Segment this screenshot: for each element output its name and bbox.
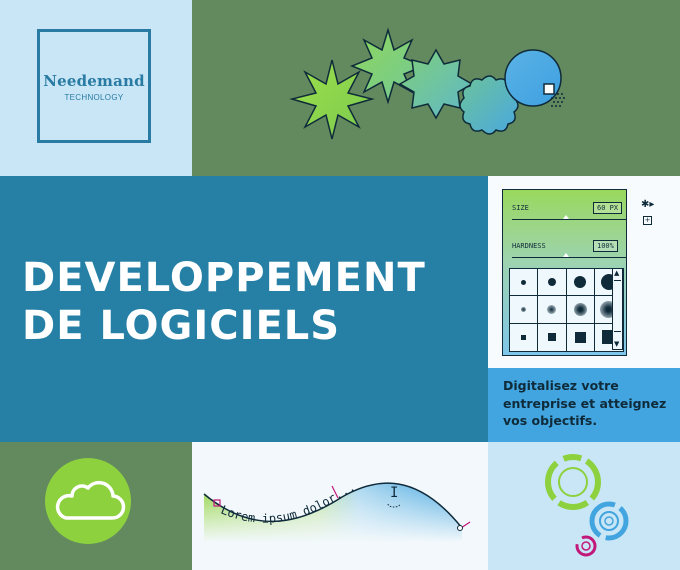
ring-icon: [545, 454, 601, 510]
size-slider-thumb[interactable]: [563, 215, 569, 219]
brush-preset[interactable]: [567, 323, 595, 351]
brush-preset-grid: [509, 268, 624, 352]
logo-name: Needemand: [43, 72, 145, 90]
curve-text-tile: Lorem ipsum dolor... I: [192, 442, 488, 570]
dot-pattern: [551, 93, 565, 107]
ring-icon: [589, 501, 629, 541]
plus-icon[interactable]: +: [643, 216, 652, 225]
logo: Needemand TECHNOLOGY: [37, 29, 151, 143]
star-icon: [398, 48, 474, 120]
tagline-line-2: entreprise et atteignez: [503, 395, 667, 411]
text-cursor-icon: I: [390, 485, 398, 501]
size-slider[interactable]: [512, 219, 627, 220]
shapes-illustration: [289, 27, 565, 140]
scrollbar-thumb[interactable]: [614, 280, 621, 332]
title-line-1: DEVELOPPEMENT: [22, 255, 426, 301]
tagline-tile: Digitalisez votre entreprise et atteigne…: [488, 368, 680, 442]
brush-preset[interactable]: [538, 269, 567, 297]
brush-preset[interactable]: [510, 296, 539, 324]
curve-start-handle[interactable]: [213, 499, 221, 507]
brush-preset[interactable]: [538, 296, 567, 324]
size-label: SIZE: [512, 204, 529, 212]
cursor-shadow: [387, 503, 401, 508]
tagline-line-1: Digitalisez votre: [503, 378, 619, 393]
rings-illustration: [545, 454, 629, 557]
brush-preset[interactable]: [566, 296, 595, 324]
hero-banner: DEVELOPPEMENT DE LOGICIELS: [0, 176, 488, 442]
brush-preset[interactable]: [510, 323, 539, 351]
cloud-illustration: [45, 458, 131, 544]
cloud-tile: [0, 442, 192, 570]
tagline: Digitalisez votre entreprise et atteigne…: [503, 377, 678, 430]
brush-preset[interactable]: [566, 269, 595, 297]
brush-panel-tile: SIZE 60 PX HARDNESS 100% ✱▸ + ▲ ▼: [488, 176, 680, 368]
rings-tile: [488, 442, 680, 570]
hardness-label: HARDNESS: [512, 242, 546, 250]
brush-preset[interactable]: [510, 269, 539, 297]
scroll-up-icon[interactable]: ▲: [614, 269, 620, 277]
hardness-value-field[interactable]: 100%: [593, 240, 618, 252]
ring-icon: [575, 535, 597, 557]
cloud-badge: [45, 458, 131, 544]
size-value-field[interactable]: 60 PX: [593, 202, 623, 214]
curve-end-point[interactable]: [457, 525, 463, 531]
shapes-illustration-tile: [192, 0, 680, 176]
scroll-down-icon[interactable]: ▼: [614, 340, 620, 348]
brush-preset[interactable]: [538, 323, 567, 351]
tagline-line-3: vos objectifs.: [503, 413, 598, 428]
hardness-slider[interactable]: [512, 257, 627, 258]
logo-tile: Needemand TECHNOLOGY: [0, 0, 192, 176]
cloud-icon: [55, 480, 126, 520]
curve-fade: [204, 483, 462, 542]
selection-handle: [543, 83, 555, 95]
hardness-slider-thumb[interactable]: [563, 253, 569, 257]
page-title: DEVELOPPEMENT DE LOGICIELS: [22, 254, 426, 350]
logo-subtitle: TECHNOLOGY: [64, 93, 124, 102]
gear-icon[interactable]: ✱▸: [641, 199, 655, 210]
star-icon: [289, 59, 375, 140]
curve-mid-handle[interactable]: [331, 485, 339, 499]
title-line-2: DE LOGICIELS: [22, 303, 341, 349]
curve-path[interactable]: [203, 482, 463, 529]
brush-grid-scrollbar[interactable]: ▲ ▼: [612, 268, 623, 350]
curve-text-illustration: Lorem ipsum dolor... I: [203, 480, 471, 542]
